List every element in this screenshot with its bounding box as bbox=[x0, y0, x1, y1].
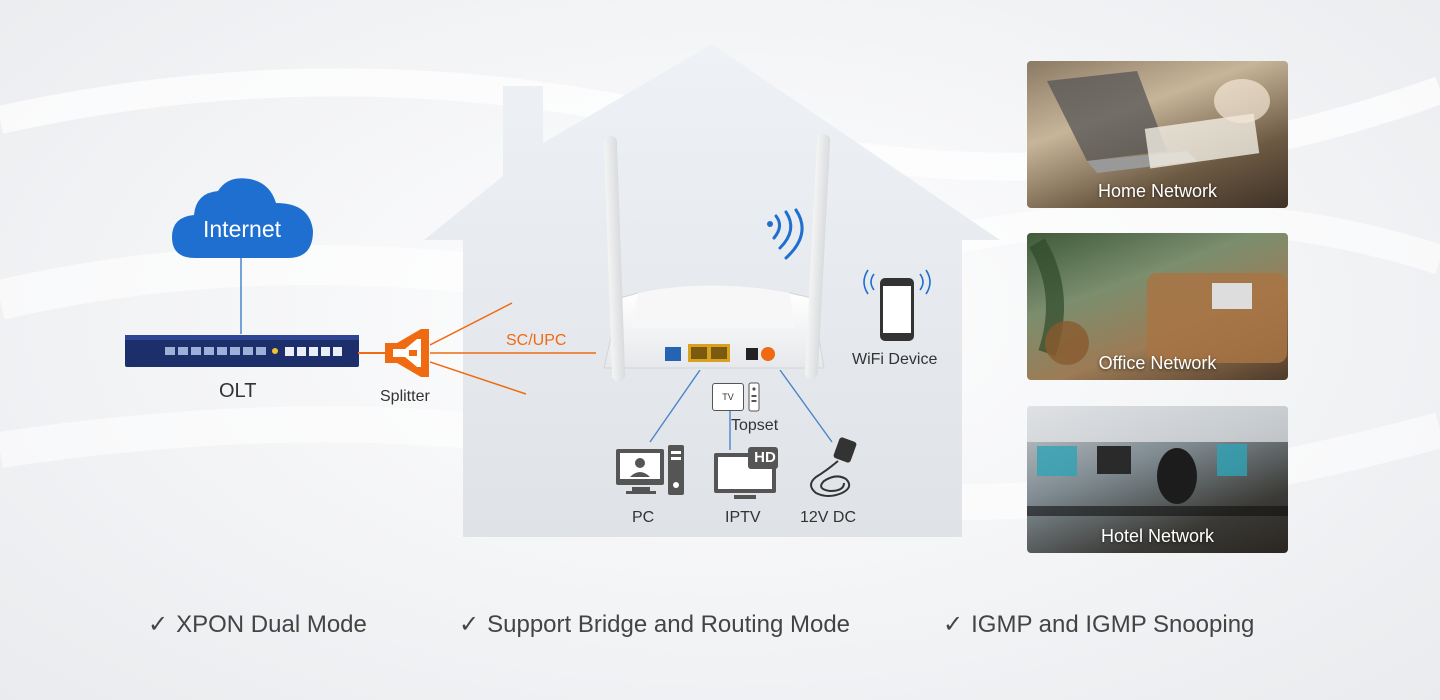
hd-badge: HD bbox=[754, 449, 776, 466]
connector-label: SC/UPC bbox=[506, 332, 567, 349]
check-icon: ✓ bbox=[943, 611, 964, 638]
scenario-caption-hotel: Hotel Network bbox=[1100, 526, 1215, 546]
scenario-photo-office: Office Network bbox=[1027, 233, 1288, 380]
feature-text: XPON Dual Mode bbox=[176, 611, 367, 638]
onu-router-icon bbox=[603, 134, 831, 381]
check-icon: ✓ bbox=[459, 611, 480, 638]
olt-label: OLT bbox=[219, 380, 257, 402]
feature-list: ✓ XPON Dual Mode ✓ Support Bridge and Rout… bbox=[0, 610, 1440, 640]
power-adapter-icon bbox=[810, 437, 857, 497]
wifi-device-label: WiFi Device bbox=[852, 351, 938, 368]
internet-cloud-icon bbox=[172, 178, 313, 258]
internet-label: Internet bbox=[203, 216, 281, 242]
remote-control-icon bbox=[748, 382, 760, 412]
scenario-caption-office: Office Network bbox=[1098, 353, 1217, 373]
topset-label: Topset bbox=[731, 417, 779, 434]
feature-item: ✓ XPON Dual Mode bbox=[148, 610, 367, 639]
scenario-photo-home: Home Network bbox=[1027, 61, 1288, 208]
laptop-image-icon bbox=[1047, 71, 1270, 173]
device-label-pc: PC bbox=[632, 509, 655, 526]
device-label-12v-dc: 12V DC bbox=[800, 509, 857, 526]
cloud-olt-link bbox=[240, 258, 242, 334]
tv-box-text: TV bbox=[722, 392, 734, 402]
topset-box-icon: TV bbox=[712, 383, 744, 411]
feature-text: IGMP and IGMP Snooping bbox=[971, 611, 1255, 638]
device-label-iptv: IPTV bbox=[725, 509, 761, 526]
splitter-label: Splitter bbox=[380, 388, 430, 405]
check-icon: ✓ bbox=[148, 611, 169, 638]
scenario-photo-hotel: Hotel Network bbox=[1027, 406, 1288, 553]
olt-splitter-link bbox=[358, 352, 388, 354]
pc-icon bbox=[616, 445, 684, 495]
sofa-image-icon bbox=[1029, 238, 1287, 365]
router-device-links bbox=[649, 370, 833, 450]
tv-hd-icon bbox=[714, 447, 778, 499]
olt-device-icon bbox=[125, 335, 359, 367]
feature-item: ✓ Support Bridge and Routing Mode bbox=[459, 610, 850, 639]
feature-item: ✓ IGMP and IGMP Snooping bbox=[943, 610, 1254, 639]
smartphone-icon bbox=[863, 269, 931, 341]
feature-text: Support Bridge and Routing Mode bbox=[487, 611, 851, 638]
fiber-lines bbox=[430, 302, 596, 395]
scenario-caption-home: Home Network bbox=[1097, 181, 1218, 201]
wifi-signal-icon bbox=[767, 208, 804, 260]
splitter-icon bbox=[385, 329, 429, 377]
workspace-image-icon bbox=[1027, 406, 1288, 516]
